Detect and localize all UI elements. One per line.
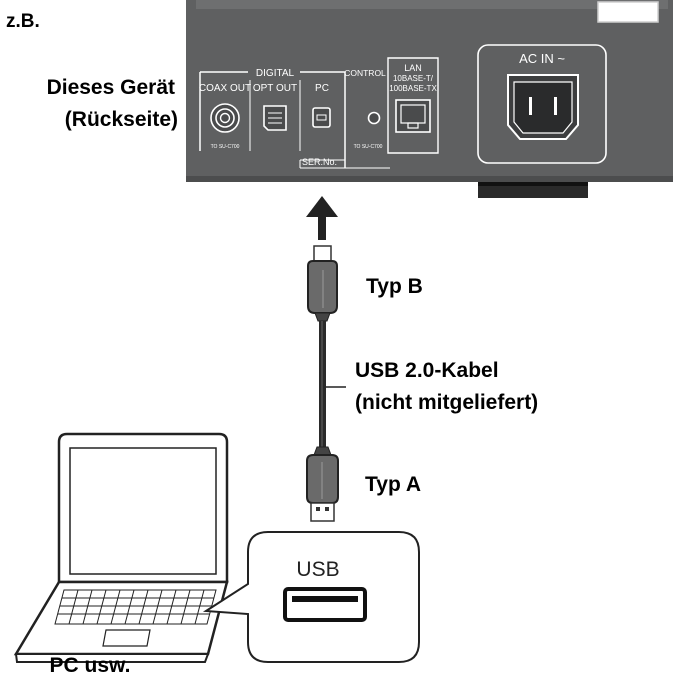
laptop-icon: [13, 432, 229, 663]
control-port-group: CONTROL TO SU-C700: [344, 68, 386, 151]
serial-number-label: SER.No.: [302, 157, 337, 167]
usb-a-port-icon: [283, 587, 367, 622]
coax-jack-icon: [210, 103, 240, 133]
to-su-label-control: TO SU-C700: [354, 144, 383, 150]
digital-output-group: DIGITAL COAX OUT OPT OUT PC TO SU-C700: [199, 66, 346, 168]
optical-jack-icon: [263, 105, 287, 131]
to-su-label-coax: TO SU-C700: [211, 144, 240, 150]
cable-name-label-line2: (nicht mitgeliefert): [355, 391, 538, 414]
lan-label: LAN: [404, 63, 422, 73]
usb-cable: [306, 245, 346, 522]
ac-in-label: AC IN ~: [519, 51, 565, 66]
ac-in-group: AC IN ~: [477, 44, 607, 164]
lan-label-line3: 100BASE-TX: [389, 84, 437, 93]
example-label: z.B.: [6, 11, 40, 32]
type-a-label: Typ A: [365, 473, 421, 496]
lan-jack-icon: [395, 99, 431, 133]
device-rear-panel: [186, 0, 673, 198]
lan-label-line2: 10BASE-T/: [393, 74, 434, 83]
pc-label: PC usw.: [50, 654, 131, 677]
coax-out-label: COAX OUT: [199, 83, 251, 94]
control-label: CONTROL: [344, 68, 386, 78]
insert-arrow-icon: [306, 196, 338, 240]
usb-port-label: USB: [296, 558, 339, 581]
usb-type-a-connector-icon: [306, 446, 339, 522]
lan-port-group: LAN 10BASE-T/ 100BASE-TX: [387, 57, 439, 154]
pc-port-label: PC: [315, 83, 329, 94]
device-usb-b-port-icon: [312, 107, 331, 128]
control-jack-icon: [367, 111, 381, 125]
opt-out-label: OPT OUT: [253, 83, 297, 94]
cable-name-label-line1: USB 2.0-Kabel: [355, 359, 499, 382]
usb-port-callout: USB: [202, 531, 420, 663]
usb-type-b-connector-icon: [307, 245, 338, 322]
device-label-line2: (Rückseite): [65, 108, 178, 131]
device-label-line1: Dieses Gerät: [47, 76, 175, 99]
ac-inlet-icon: [507, 74, 579, 140]
digital-label: DIGITAL: [256, 68, 295, 79]
type-b-label: Typ B: [366, 275, 423, 298]
